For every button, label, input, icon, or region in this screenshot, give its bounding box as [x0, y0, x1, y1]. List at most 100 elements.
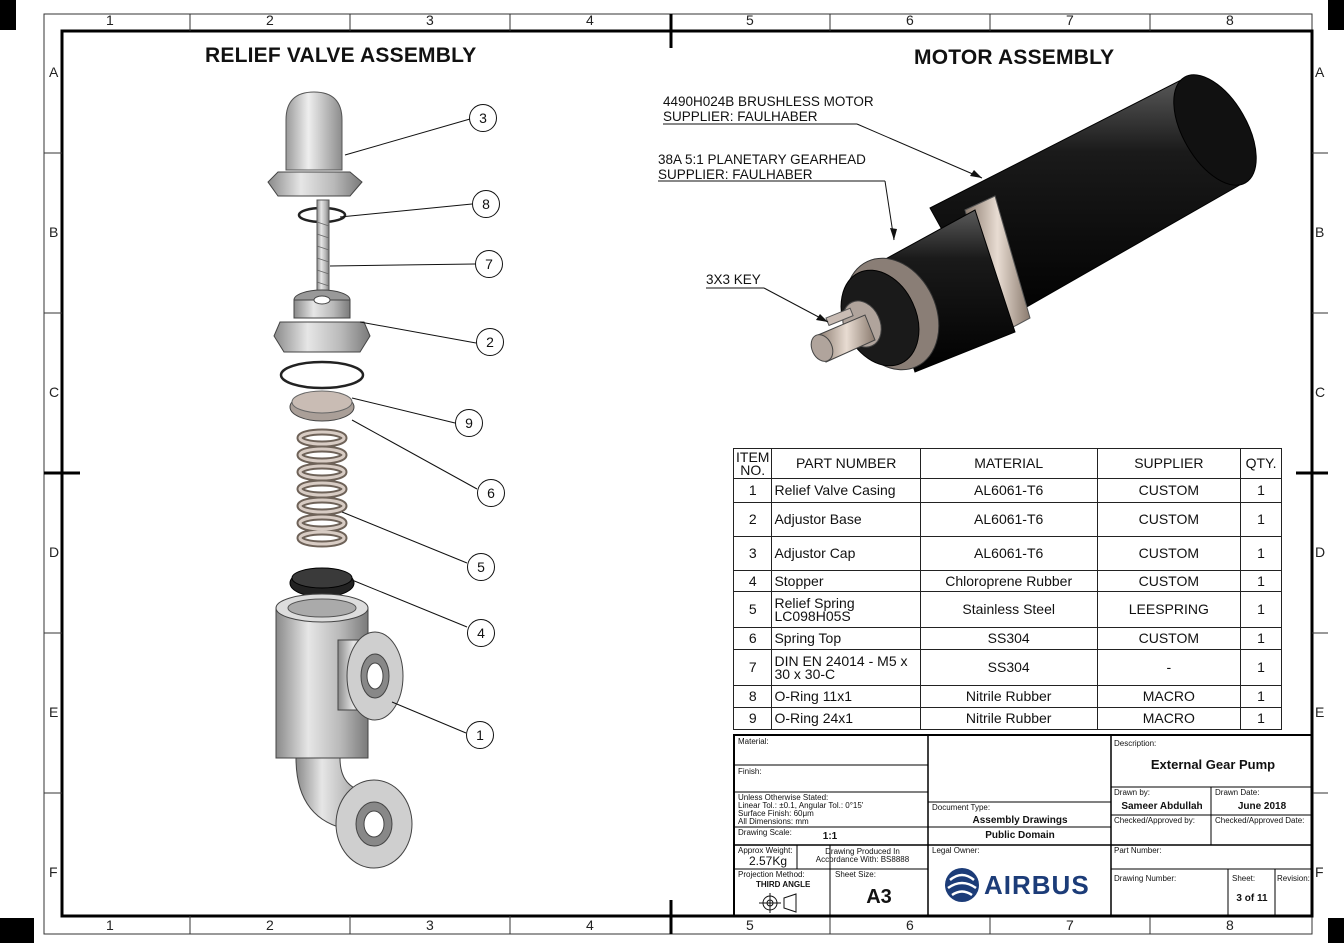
bom-cell: AL6061-T6	[919, 536, 1098, 571]
tb-drawn-by-value: Sameer Abdullah	[1121, 801, 1203, 812]
zone-col-top: 7	[1066, 12, 1074, 28]
table-row: 8 O-Ring 11x1 Nitrile Rubber MACRO 1	[732, 685, 1282, 708]
zone-row-left: F	[49, 864, 58, 880]
bom-cell: Stainless Steel	[919, 591, 1098, 628]
table-row: 3 Adjustor Cap AL6061-T6 CUSTOM 1	[732, 536, 1282, 571]
zone-row-right: F	[1315, 864, 1324, 880]
zone-col-bottom: 2	[266, 917, 274, 933]
bom-cell: MACRO	[1096, 707, 1242, 730]
zone-row-right: A	[1315, 64, 1325, 80]
bom-cell: 1	[1240, 685, 1282, 708]
zone-row-right: D	[1315, 544, 1326, 560]
bom-header-part: PART NUMBER	[771, 448, 921, 479]
bom-cell: SS304	[919, 649, 1098, 686]
bom-cell: DIN EN 24014 - M5 x 30 x 30-C	[771, 649, 921, 686]
table-row: 9 O-Ring 24x1 Nitrile Rubber MACRO 1	[732, 707, 1282, 730]
tb-drawing-number-label: Drawing Number:	[1114, 874, 1177, 883]
bom-cell: AL6061-T6	[919, 502, 1098, 537]
tb-scale-value: 1:1	[822, 831, 838, 842]
table-row: 6 Spring Top SS304 CUSTOM 1	[732, 627, 1282, 650]
zone-row-left: A	[49, 64, 59, 80]
tb-produced-1: Drawing Produced In	[825, 847, 900, 856]
zone-row-left: B	[49, 224, 59, 240]
bom-header-material: MATERIAL	[919, 448, 1098, 479]
zone-row-right: C	[1315, 384, 1326, 400]
tb-tolerance-3: Surface Finish: 60μm	[738, 809, 814, 818]
table-row: 1 Relief Valve Casing AL6061-T6 CUSTOM 1	[732, 478, 1282, 503]
bom-cell: 1	[1240, 502, 1282, 537]
tb-projection-value: THIRD ANGLE	[756, 880, 811, 889]
zone-col-bottom: 6	[906, 917, 914, 933]
table-row: 5 Relief Spring LC098H05S Stainless Stee…	[732, 591, 1282, 628]
zone-col-top: 8	[1226, 12, 1234, 28]
tb-sheet-value: 3 of 11	[1236, 893, 1268, 904]
bom-cell: 9	[732, 707, 773, 730]
bom-cell: Relief Valve Casing	[771, 478, 921, 503]
bom-cell: 1	[1240, 707, 1282, 730]
table-row: 7 DIN EN 24014 - M5 x 30 x 30-C SS304 - …	[732, 649, 1282, 686]
bom-cell: 7	[732, 649, 773, 686]
balloon-1: 1	[466, 721, 494, 749]
balloon-6: 6	[477, 479, 505, 507]
tb-checked-label: Checked/Approved by:	[1114, 816, 1195, 825]
table-row: 4 Stopper Chloroprene Rubber CUSTOM 1	[732, 570, 1282, 592]
tb-tolerance-2: Linear Tol.: ±0.1, Angular Tol.: 0°15'	[738, 801, 864, 810]
zone-row-right: E	[1315, 704, 1325, 720]
zone-row-right: B	[1315, 224, 1325, 240]
bom-cell: 1	[1240, 627, 1282, 650]
zone-col-top: 6	[906, 12, 914, 28]
tb-scale-label: Drawing Scale:	[738, 828, 792, 837]
balloon-7: 7	[475, 250, 503, 278]
bom-cell: 6	[732, 627, 773, 650]
zone-col-top: 5	[746, 12, 754, 28]
tb-checked-date-label: Checked/Approved Date:	[1215, 816, 1305, 825]
motor-supplier-label: SUPPLIER: FAULHABER	[663, 109, 818, 124]
tb-tolerance-1: Unless Otherwise Stated:	[738, 793, 829, 802]
zone-col-bottom: 4	[586, 917, 594, 933]
bom-cell: MACRO	[1096, 685, 1242, 708]
tb-finish-label: Finish:	[738, 767, 762, 776]
zone-col-bottom: 1	[106, 917, 114, 933]
tb-weight-label: Approx Weight:	[738, 846, 793, 855]
balloon-8: 8	[472, 190, 500, 218]
tb-description-label: Description:	[1114, 739, 1157, 748]
bom-cell: Chloroprene Rubber	[919, 570, 1098, 592]
tb-sheet-label: Sheet:	[1232, 874, 1256, 883]
bom-cell: 1	[1240, 570, 1282, 592]
zone-col-top: 2	[266, 12, 274, 28]
bom-cell: O-Ring 11x1	[771, 685, 921, 708]
key-label: 3X3 KEY	[706, 272, 761, 287]
bom-cell: O-Ring 24x1	[771, 707, 921, 730]
balloon-3: 3	[469, 104, 497, 132]
bom-header-item: ITEM NO.	[732, 448, 773, 479]
tb-description-value: External Gear Pump	[1150, 757, 1276, 772]
balloon-4: 4	[467, 619, 495, 647]
bom-cell: LEESPRING	[1096, 591, 1242, 628]
gearhead-supplier-label: SUPPLIER: FAULHABER	[658, 167, 813, 182]
bom-cell: CUSTOM	[1096, 478, 1242, 503]
table-row: 2 Adjustor Base AL6061-T6 CUSTOM 1	[732, 502, 1282, 537]
tb-produced-2: Accordance With: BS8888	[815, 855, 910, 864]
bom-cell: -	[1096, 649, 1242, 686]
balloon-9: 9	[455, 409, 483, 437]
zone-col-bottom: 7	[1066, 917, 1074, 933]
bom-header-qty: QTY.	[1240, 448, 1282, 479]
tb-material-label: Material:	[738, 737, 769, 746]
bom-cell: Adjustor Base	[771, 502, 921, 537]
zone-col-bottom: 8	[1226, 917, 1234, 933]
zone-row-left: D	[49, 544, 60, 560]
tb-part-number-label: Part Number:	[1114, 846, 1162, 855]
bom-cell: 1	[1240, 536, 1282, 571]
zone-row-left: E	[49, 704, 59, 720]
bom-cell: AL6061-T6	[919, 478, 1098, 503]
tb-drawn-by-label: Drawn by:	[1114, 788, 1151, 797]
zone-col-bottom: 3	[426, 917, 434, 933]
tb-sheet-size-label: Sheet Size:	[835, 870, 876, 879]
motor-assembly-title: MOTOR ASSEMBLY	[914, 46, 1115, 69]
zone-col-bottom: 5	[746, 917, 754, 933]
airbus-logo: AIRBUS	[984, 870, 1090, 900]
bom-cell: 1	[732, 478, 773, 503]
bom-cell: Spring Top	[771, 627, 921, 650]
bom-header-supplier: SUPPLIER	[1096, 448, 1242, 479]
